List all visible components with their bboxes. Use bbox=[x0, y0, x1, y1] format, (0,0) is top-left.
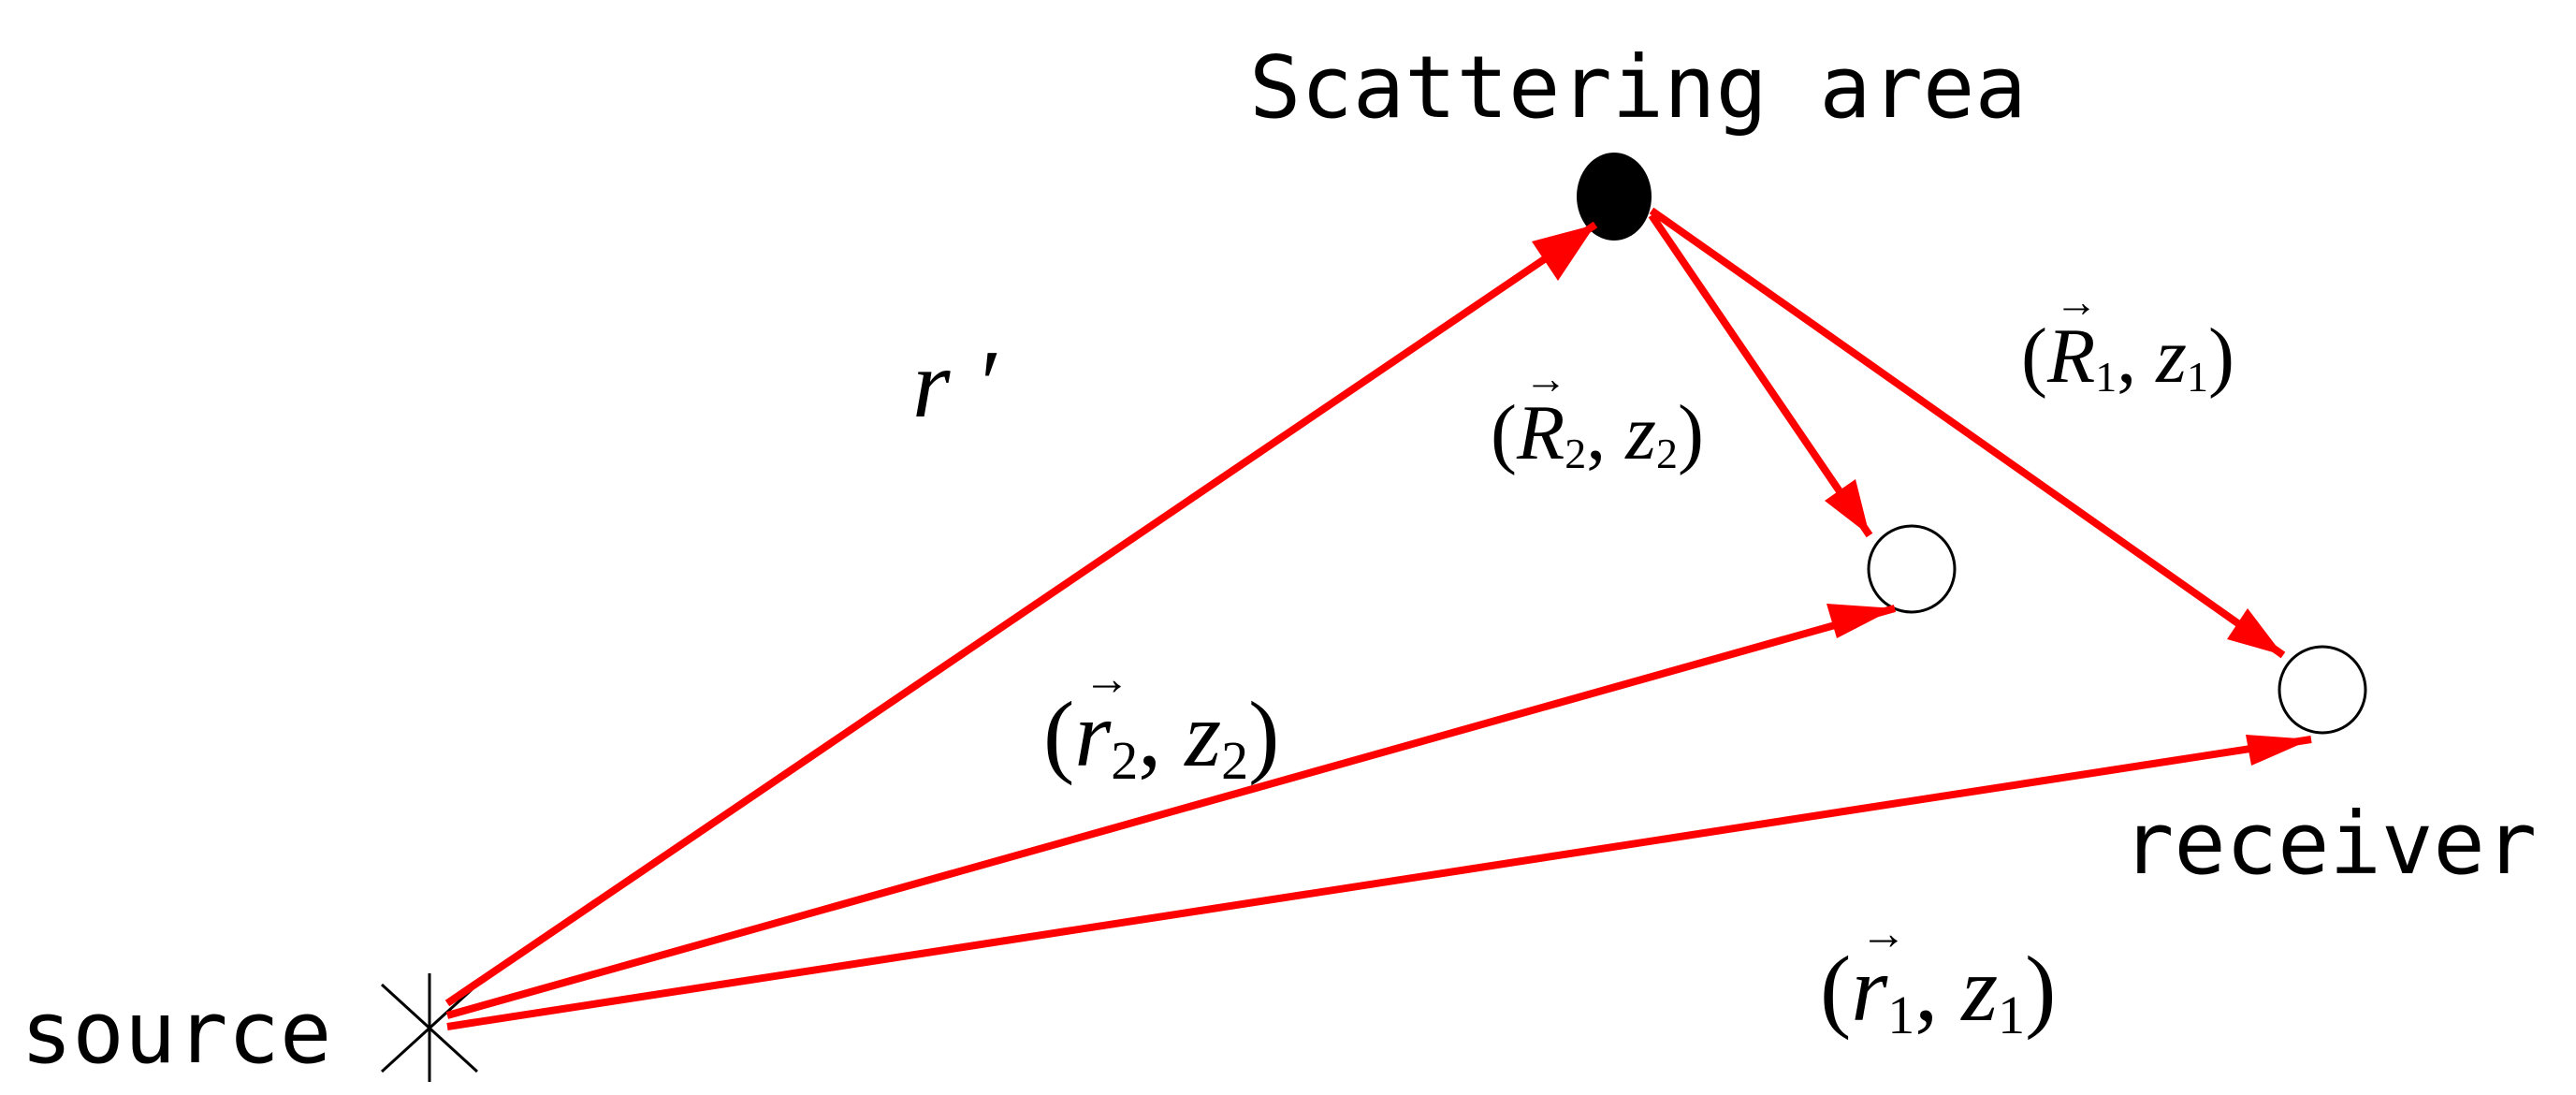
r2-z2-label: (r2, z2) → bbox=[1043, 652, 1279, 791]
arrow-source-to-scatterer bbox=[444, 221, 1598, 1007]
r2-vector-mark: → bbox=[1084, 652, 1130, 705]
arrow-scatterer-to-receiver-1 bbox=[1649, 207, 2286, 659]
arrow-scatterer-to-receiver-2 bbox=[1648, 212, 1873, 538]
svg-text:(R1, z1): (R1, z1) bbox=[2021, 313, 2234, 401]
R2-z2-label: (R2, z2) → bbox=[1491, 355, 1704, 477]
svg-text:(r2, z2): (r2, z2) bbox=[1043, 682, 1279, 791]
svg-text:(r1, z1): (r1, z1) bbox=[1820, 937, 2056, 1045]
r1-vector-mark: → bbox=[1860, 907, 1907, 959]
R1-z1-label: (R1, z1) → bbox=[2021, 278, 2234, 401]
arrow-source-to-receiver-1 bbox=[446, 736, 2312, 1030]
arrowhead-scatterer-to-receiver-1 bbox=[2227, 608, 2283, 655]
arrow-source-to-receiver-2 bbox=[445, 605, 1897, 1019]
source-marker-icon bbox=[380, 973, 479, 1082]
source-label: source bbox=[21, 983, 331, 1083]
R1-vector-mark: → bbox=[2055, 278, 2098, 326]
receiver-2-marker-icon bbox=[1867, 524, 1957, 614]
arrowhead-source-to-scatterer bbox=[1532, 225, 1595, 281]
scattering-area-label: Scattering area bbox=[1249, 37, 2027, 138]
scatterer-marker-icon bbox=[1577, 153, 1652, 241]
svg-text:(R2, z2): (R2, z2) bbox=[1491, 389, 1704, 477]
arrowhead-source-to-receiver-1 bbox=[2246, 735, 2311, 766]
arrowhead-scatterer-to-receiver-2 bbox=[1825, 479, 1870, 535]
r1-z1-label: (r1, z1) → bbox=[1820, 907, 2056, 1045]
r-prime-label: r ′ bbox=[912, 330, 997, 438]
receiver-label: receiver bbox=[2122, 794, 2537, 894]
R2-vector-mark: → bbox=[1524, 355, 1567, 402]
receiver-1-marker-icon bbox=[2278, 645, 2367, 735]
arrowhead-source-to-receiver-2 bbox=[1826, 604, 1895, 638]
